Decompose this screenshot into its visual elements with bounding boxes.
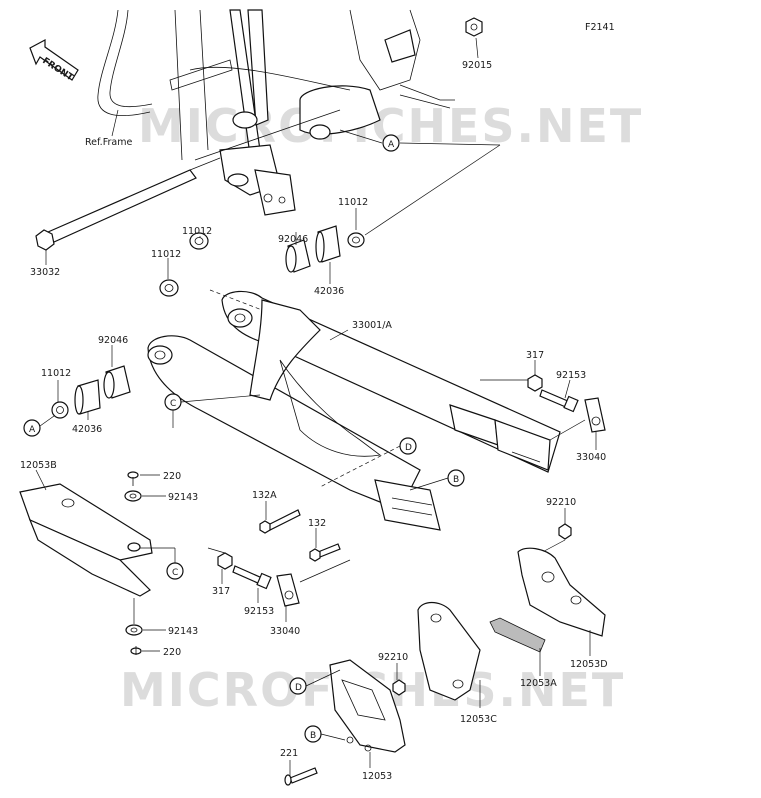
part-label-12053: 12053 <box>362 771 392 782</box>
washer-92143-upper <box>124 490 142 502</box>
part-label-33032: 33032 <box>30 267 60 278</box>
part-label-42036-upper: 42036 <box>314 286 344 297</box>
bolt-221 <box>284 767 318 786</box>
nut-317-right <box>527 374 543 392</box>
chain-guide-12053A <box>489 617 546 653</box>
part-label-220-upper: 220 <box>163 471 181 482</box>
bearing-92046-lower <box>103 365 131 399</box>
collar-11012-mid-left <box>159 279 179 297</box>
bearing-92046-upper <box>285 239 311 273</box>
part-label-92153-right: 92153 <box>556 370 586 381</box>
part-label-220-lower: 220 <box>163 647 181 658</box>
svg-text:D: D <box>405 443 412 453</box>
callout-c-upper <box>164 393 182 411</box>
callout-a-upper <box>382 134 400 152</box>
bolt-132 <box>309 543 341 562</box>
part-label-317-left: 317 <box>212 586 230 597</box>
part-label-221: 221 <box>280 748 298 759</box>
chain-guide-12053C <box>417 601 481 701</box>
part-label-12053A: 12053A <box>520 678 557 689</box>
bolt-92153-right <box>539 389 579 413</box>
part-label-92143-upper: 92143 <box>168 492 198 503</box>
collar-11012-lower-left <box>51 401 69 419</box>
nut-317-left <box>217 552 233 570</box>
svg-text:A: A <box>29 425 36 435</box>
swingarm-33001 <box>147 290 561 531</box>
washer-92143-lower <box>125 624 143 636</box>
diagram-code: F2141 <box>585 22 615 33</box>
part-label-42036-lower: 42036 <box>72 424 102 435</box>
screw-92210-lower <box>392 679 406 696</box>
bolt-92153-left <box>232 565 272 590</box>
part-label-92210-upper: 92210 <box>546 497 576 508</box>
part-label-92046-lower: 92046 <box>98 335 128 346</box>
front-arrow-icon: FRONT <box>29 39 79 84</box>
adjuster-plate-33040-left <box>276 573 300 607</box>
ref-frame-label: Ref.Frame <box>85 137 132 148</box>
part-label-33040-left: 33040 <box>270 626 300 637</box>
part-label-92153-left: 92153 <box>244 606 274 617</box>
screw-220-upper <box>127 471 139 486</box>
part-label-317-right: 317 <box>526 350 544 361</box>
chain-slider-12053B <box>19 483 153 597</box>
adjuster-plate-33040-right <box>584 397 606 433</box>
part-label-11012-b: 11012 <box>182 226 212 237</box>
collar-11012-right <box>347 232 365 248</box>
part-label-11012-a: 11012 <box>338 197 368 208</box>
sleeve-42036-upper <box>315 225 341 263</box>
chain-guide-12053 <box>329 659 406 753</box>
part-label-92046-upper: 92046 <box>278 234 308 245</box>
callout-a-lower <box>23 419 41 437</box>
svg-text:C: C <box>172 568 178 578</box>
screw-92210-upper <box>558 523 572 540</box>
svg-text:B: B <box>453 475 459 485</box>
part-label-11012-d: 11012 <box>41 368 71 379</box>
callout-c-lower <box>166 562 184 580</box>
part-label-132A: 132A <box>252 490 277 501</box>
part-label-12053D: 12053D <box>570 659 608 670</box>
part-label-92210-lower: 92210 <box>378 652 408 663</box>
collar-11012-upper-left <box>189 232 209 250</box>
callout-b-upper <box>447 469 465 487</box>
part-label-33040-right: 33040 <box>576 452 606 463</box>
chain-guide-12053D <box>517 547 606 637</box>
sleeve-42036-lower <box>74 379 101 415</box>
callout-b-lower <box>304 725 322 743</box>
part-label-92143-lower: 92143 <box>168 626 198 637</box>
callout-d-upper <box>399 437 417 455</box>
svg-text:D: D <box>295 683 302 693</box>
svg-text:C: C <box>170 399 176 409</box>
bolt-132A <box>259 509 301 534</box>
svg-text:B: B <box>310 731 316 741</box>
part-label-92015: 92015 <box>462 60 492 71</box>
svg-text:A: A <box>388 140 395 150</box>
frame-illustration <box>97 9 455 216</box>
part-label-12053B: 12053B <box>20 460 57 471</box>
part-label-33001: 33001/A <box>352 320 392 331</box>
part-label-12053C: 12053C <box>460 714 497 725</box>
part-label-132: 132 <box>308 518 326 529</box>
part-label-11012-c: 11012 <box>151 249 181 260</box>
nut-92015 <box>465 17 483 37</box>
screw-220-lower <box>130 646 142 655</box>
pivot-shaft-33032 <box>35 157 221 251</box>
callout-d-lower <box>289 677 307 695</box>
